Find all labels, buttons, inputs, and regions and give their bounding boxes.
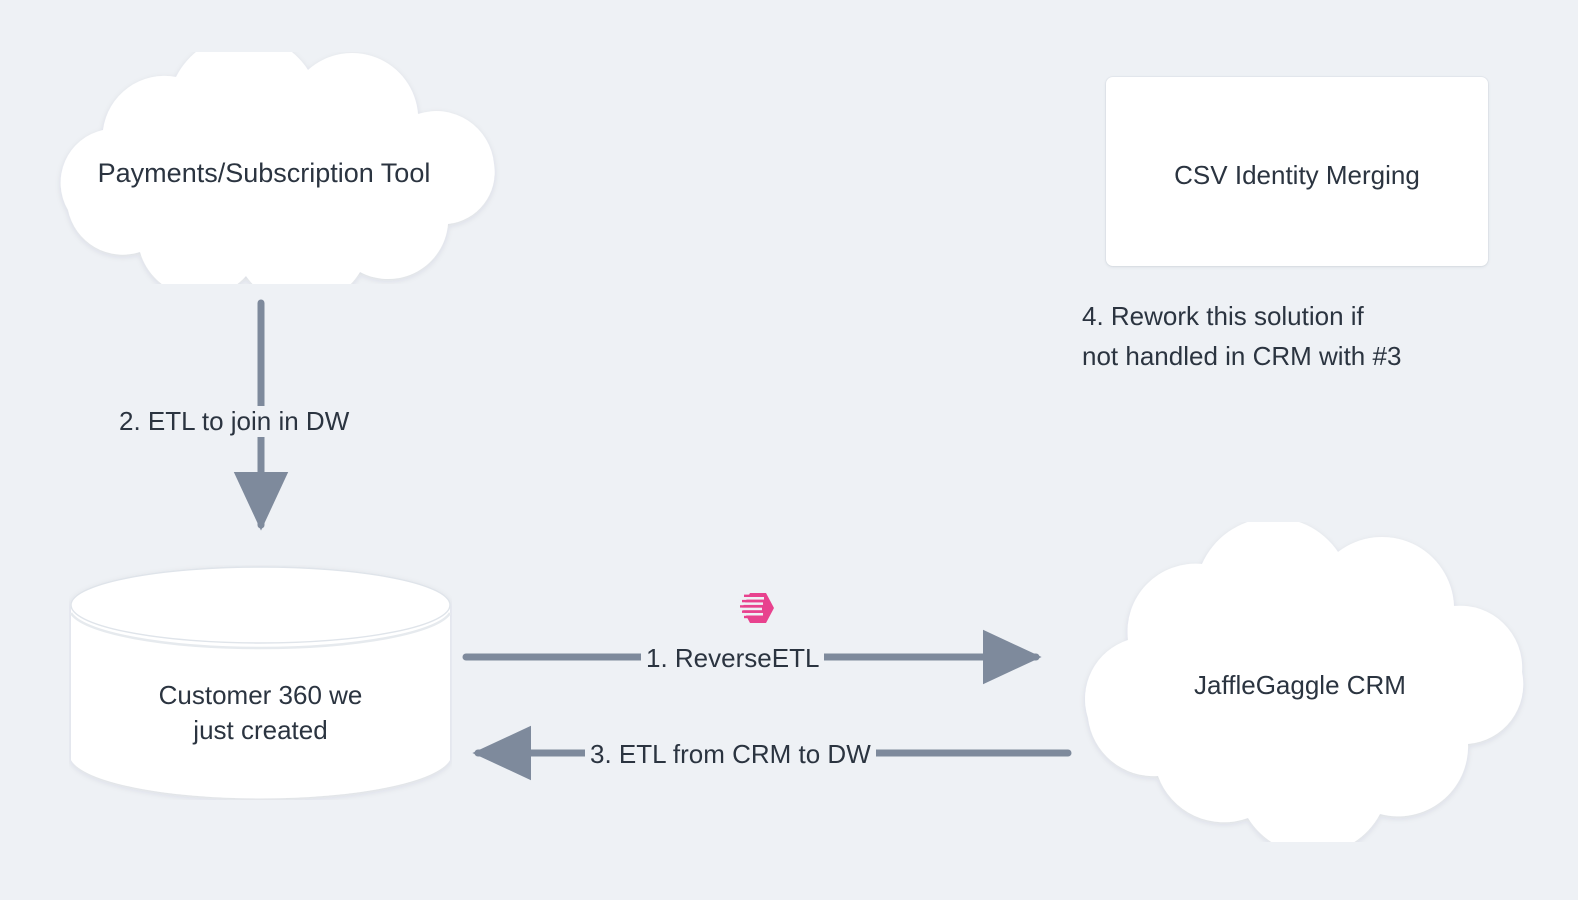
edge-2-label: 2. ETL to join in DW [114, 406, 355, 437]
node-jafflegaggle-crm[interactable] [1050, 522, 1550, 842]
node-customer-360-warehouse[interactable] [69, 565, 452, 800]
node-payments-subscription-tool[interactable] [8, 52, 520, 284]
node-csv-identity-merging[interactable] [1106, 77, 1488, 266]
hexagon-stripes-icon [736, 593, 774, 623]
annotation-rework-note: 4. Rework this solution if not handled i… [1082, 301, 1402, 371]
edge-3-label: 3. ETL from CRM to DW [585, 739, 876, 770]
edge-1-label: 1. ReverseETL [641, 643, 825, 674]
